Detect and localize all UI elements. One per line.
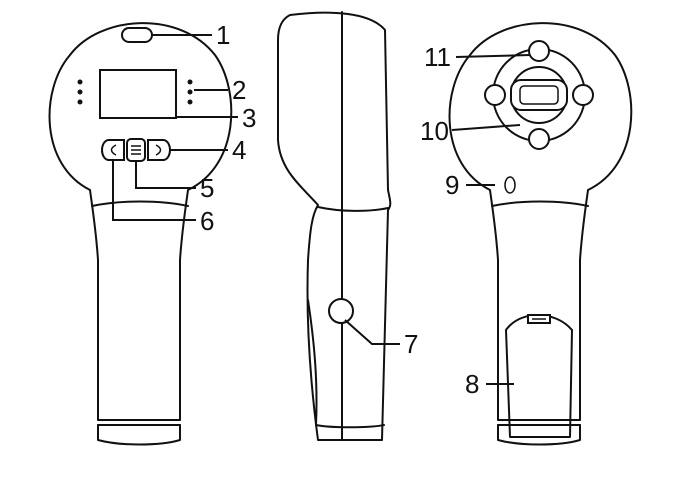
light-dot [187,89,193,95]
leader-lines [112,34,531,385]
side-base-seam [315,424,385,429]
speaker-dot [77,89,83,95]
callout-2: 2 [232,75,246,105]
callout-10: 10 [420,116,449,146]
side-hole [504,176,516,194]
side-body-outline [277,11,392,441]
left-arrow-icon [110,144,117,156]
side-port [328,298,354,324]
front-grip-seam [91,200,189,207]
callout-5: 5 [200,173,214,203]
side-grip-seam [317,206,389,212]
speaker-dot [77,99,83,105]
front-base [97,424,181,446]
speaker-dot [77,79,83,85]
right-button [147,139,171,161]
back-body-outline [448,22,633,421]
camera-module [510,79,568,111]
led-top [528,40,550,62]
front-view [48,22,233,446]
callout-labels: 1 2 3 4 5 6 7 8 9 10 11 [200,20,479,399]
back-grip-seam [491,200,589,207]
camera-lens [121,27,153,43]
back-view [448,22,633,446]
callout-7: 7 [404,329,418,359]
front-body-outline [48,22,233,421]
callout-11: 11 [424,42,451,72]
camera-window [519,85,559,105]
left-button [101,139,125,161]
leader-11 [455,54,531,58]
leader-7 [344,319,400,345]
light-dot [187,79,193,85]
back-base [497,424,581,446]
leader-5 [135,161,196,189]
side-view [277,11,392,441]
led-right [572,84,594,106]
led-left [484,84,506,106]
led-bottom [528,128,550,150]
callout-4: 4 [232,135,246,165]
right-arrow-icon [155,144,162,156]
leader-6 [112,161,196,221]
light-dot [187,99,193,105]
callout-1: 1 [216,20,230,50]
side-grip-curve [307,299,318,426]
leader-10 [451,124,521,131]
callout-6: 6 [200,206,214,236]
callout-8: 8 [465,369,479,399]
callout-3: 3 [242,103,256,133]
battery-door [505,314,573,438]
display-screen [99,69,177,119]
callout-9: 9 [445,170,459,200]
